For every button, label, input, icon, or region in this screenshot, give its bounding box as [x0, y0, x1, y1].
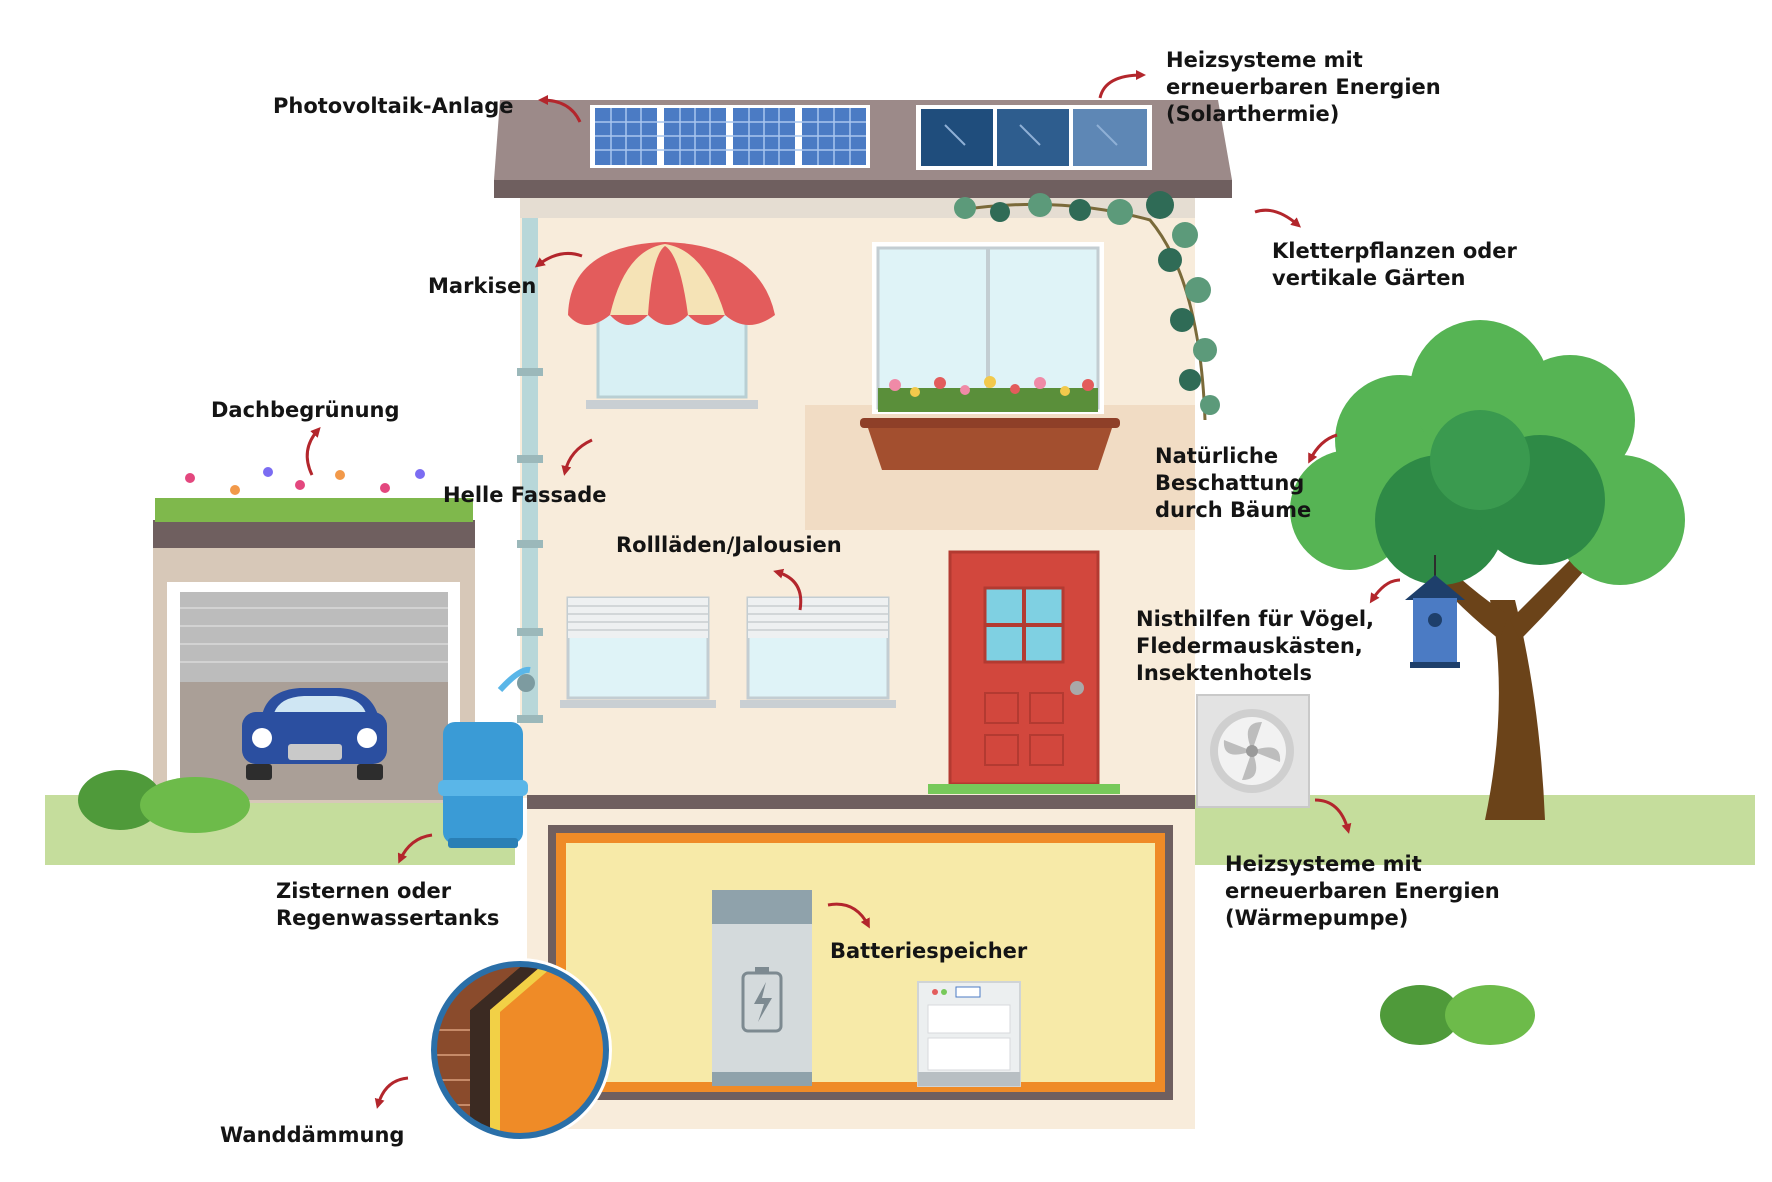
label-kletterpflanzen: Kletterpflanzen oder vertikale Gärten [1272, 238, 1517, 292]
label-line: Dachbegrünung [211, 398, 400, 422]
label-line: Natürliche [1155, 444, 1279, 468]
ivy-vine [954, 191, 1220, 421]
label-markisen: Markisen [428, 273, 536, 300]
shutter-window-right [740, 596, 896, 708]
green-roof [155, 467, 473, 522]
label-line: erneuerbaren Energien [1225, 879, 1500, 903]
label-waermepumpe: Heizsysteme mit erneuerbaren Energien (W… [1225, 851, 1500, 932]
label-line: durch Bäume [1155, 498, 1312, 522]
label-line: Helle Fassade [443, 483, 607, 507]
label-line: Heizsysteme mit [1166, 48, 1363, 72]
arrow-dachbegruenung [305, 427, 321, 476]
label-line: Regenwassertanks [276, 906, 500, 930]
arrow-nisthilfen [1369, 578, 1401, 604]
tree [1290, 320, 1685, 820]
arrow-photovoltaik [538, 95, 582, 123]
label-line: Zisternen oder [276, 879, 452, 903]
rain-water-tank-icon [438, 666, 531, 848]
label-line: Markisen [428, 274, 537, 298]
arrow-zisternen [397, 833, 433, 864]
front-door [928, 550, 1120, 794]
label-solarthermie: Heizsysteme mit erneuerbaren Energien (S… [1166, 47, 1441, 128]
label-batteriespeicher: Batteriespeicher [830, 938, 1027, 965]
label-photovoltaik: Photovoltaik-Anlage [273, 93, 514, 120]
label-line: (Solarthermie) [1166, 102, 1340, 126]
inverter [917, 981, 1021, 1087]
label-helle-fassade: Helle Fassade [443, 482, 607, 509]
solar-thermal-icon [916, 105, 1152, 170]
basement-room [548, 825, 1173, 1100]
label-line: Wanddämmung [220, 1123, 405, 1147]
shutter-window-left [560, 596, 716, 708]
arrow-wanddaemmung [374, 1076, 409, 1109]
label-line: Rollläden/Jalousien [616, 533, 842, 557]
arrow-batteriespeicher [827, 902, 870, 929]
label-line: Heizsysteme mit [1225, 852, 1422, 876]
label-beschattung: Natürliche Beschattung durch Bäume [1155, 443, 1311, 524]
label-line: Nisthilfen für Vögel, [1136, 607, 1375, 631]
arrow-kletterpflanzen [1254, 208, 1302, 228]
label-line: Beschattung [1155, 471, 1305, 495]
arrow-solarthermie [1098, 70, 1146, 99]
flowers [878, 376, 1098, 412]
drain-pipe [517, 218, 543, 723]
label-zisternen: Zisternen oder Regenwassertanks [276, 878, 499, 932]
label-line: Kletterpflanzen oder [1272, 239, 1517, 263]
label-line: (Wärmepumpe) [1225, 906, 1409, 930]
label-line: Insektenhotels [1136, 661, 1313, 685]
label-line: Photovoltaik-Anlage [273, 94, 514, 118]
floor-slab [527, 795, 1195, 809]
label-nisthilfen: Nisthilfen für Vögel, Fledermauskästen, … [1136, 606, 1374, 687]
arrow-waermepumpe [1314, 798, 1352, 834]
battery-lightning-icon [712, 890, 812, 1086]
label-line: erneuerbaren Energien [1166, 75, 1441, 99]
pointer-arrows [305, 70, 1401, 1109]
label-dachbegruenung: Dachbegrünung [211, 397, 400, 424]
label-line: Batteriespeicher [830, 939, 1028, 963]
label-line: Fledermauskästen, [1136, 634, 1363, 658]
heat-pump-fan-icon [1196, 694, 1310, 808]
label-rolllaeden: Rollläden/Jalousien [616, 532, 842, 559]
upper-window [860, 242, 1120, 470]
arrow-helle-fassade [561, 438, 593, 476]
birdhouse-icon [1405, 555, 1465, 668]
wall-insulation-detail [428, 958, 612, 1142]
car-icon [242, 688, 387, 780]
arrow-markisen [534, 252, 583, 268]
label-wanddaemmung: Wanddämmung [220, 1122, 404, 1149]
label-line: vertikale Gärten [1272, 266, 1466, 290]
arrow-beschattung [1308, 433, 1338, 464]
solar-panel-icon [590, 105, 870, 168]
bush-left [78, 770, 250, 833]
bush-right [1380, 985, 1535, 1045]
awning-window [568, 242, 775, 409]
arrow-rolllaeden [773, 568, 803, 611]
